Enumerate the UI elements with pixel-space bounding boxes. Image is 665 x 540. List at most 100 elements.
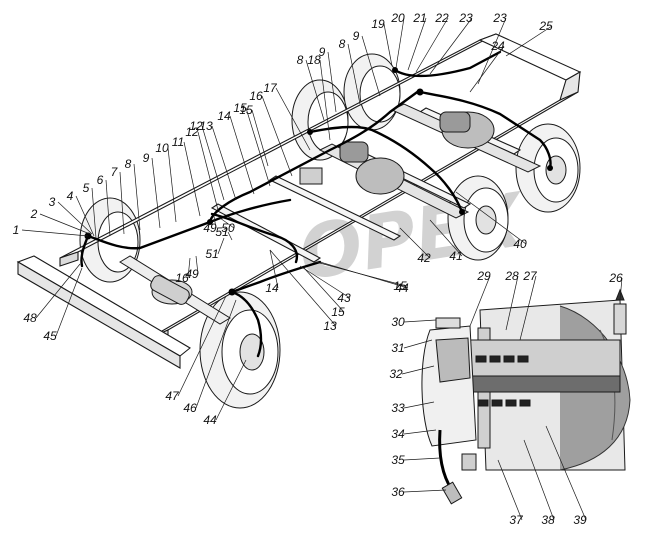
callout-label-9: 9: [143, 151, 150, 165]
leader-line-16-alt10: [187, 257, 191, 279]
leader-line-41: [429, 219, 463, 257]
callout-label-19: 19: [371, 17, 385, 31]
callout-label-2: 2: [30, 207, 38, 221]
callout-label-4: 4: [67, 189, 74, 203]
leader-line-14: [229, 115, 255, 195]
middle-branch-pipe: [308, 125, 464, 214]
leader-line-37: [497, 459, 523, 521]
leader-line-51: [217, 237, 225, 255]
breather-fitting: [613, 303, 627, 335]
callout-label-8-alt2: 8: [339, 37, 346, 51]
leader-line-8-alt2: [347, 43, 361, 105]
callout-label-49-alt11: 49: [185, 267, 199, 281]
callout-label-13: 13: [199, 119, 213, 133]
crossmember-2: [268, 175, 402, 241]
callout-label-5: 5: [83, 181, 90, 195]
leader-line-15-alt5: [251, 109, 269, 167]
cross-pipe: [210, 212, 299, 264]
leader-line-11: [183, 141, 201, 217]
leader-line-26: [619, 277, 623, 301]
leader-line-27: [519, 275, 537, 341]
callout-label-41: 41: [449, 249, 462, 263]
callout-label-14: 14: [217, 109, 231, 123]
leader-line-35: [403, 457, 441, 461]
callout-label-1: 1: [13, 223, 20, 237]
hub-section-detail: [421, 288, 631, 505]
callout-label-27: 27: [522, 269, 538, 283]
bearing-bottom: [477, 399, 531, 407]
callout-label-35: 35: [391, 453, 405, 467]
callout-label-21: 21: [412, 11, 426, 25]
callout-label-12: 12: [185, 125, 199, 139]
hose-fitting: [441, 481, 463, 505]
leader-line-9-alt1: [327, 51, 337, 113]
callout-label-32: 32: [389, 367, 403, 381]
callout-label-11: 11: [172, 135, 184, 149]
callout-label-12-alt8: 12: [189, 119, 203, 133]
leader-line-2: [39, 213, 91, 235]
leader-line-9: [151, 157, 161, 229]
leader-line-24: [469, 45, 505, 93]
callout-label-18: 18: [307, 53, 321, 67]
callout-label-31: 31: [391, 341, 404, 355]
callout-label-13-alt14: 13: [323, 319, 337, 333]
rear-upper-pipe: [393, 50, 502, 78]
leader-line-51-alt12: [227, 231, 233, 241]
lower-pipe: [230, 260, 322, 294]
leader-line-12-alt8: [201, 125, 225, 201]
callout-label-30: 30: [391, 315, 405, 329]
callout-label-43: 43: [337, 291, 351, 305]
callout-label-38: 38: [541, 513, 555, 527]
leader-line-28: [505, 275, 519, 331]
callout-label-15: 15: [233, 101, 247, 115]
front-axle: [119, 255, 231, 325]
leader-line-33: [403, 401, 435, 409]
callout-label-40: 40: [513, 237, 527, 251]
leader-line-12: [197, 131, 219, 211]
leader-line-13-alt14: [269, 249, 337, 327]
leader-line-23: [429, 17, 473, 75]
callout-label-51: 51: [205, 247, 218, 261]
callout-label-33: 33: [391, 401, 405, 415]
callout-label-26: 26: [608, 271, 623, 285]
callout-label-37: 37: [509, 513, 524, 527]
callout-label-7: 7: [111, 165, 119, 179]
leader-lines: [21, 17, 623, 521]
callout-label-16: 16: [249, 89, 263, 103]
leader-line-1: [21, 229, 89, 237]
rear-lower-pipe: [418, 90, 552, 170]
callout-label-50: 50: [221, 221, 235, 235]
callout-label-8: 8: [125, 157, 132, 171]
leader-line-34: [403, 429, 437, 435]
right-front-hose: [230, 290, 263, 358]
callout-label-9-alt3: 9: [353, 29, 360, 43]
callout-label-29: 29: [476, 269, 491, 283]
callout-label-51-alt12: 51: [215, 225, 228, 239]
leader-line-18: [319, 59, 331, 141]
leader-line-38: [523, 439, 555, 521]
brake-chamber-rear-2: [439, 111, 471, 133]
leader-line-46: [195, 299, 237, 409]
callout-label-23-alt9: 23: [492, 11, 507, 25]
leader-line-44-alt13: [215, 359, 247, 421]
leader-line-29: [469, 275, 491, 327]
leader-line-30: [403, 319, 437, 323]
leader-line-47: [177, 295, 227, 397]
leader-line-6: [105, 179, 111, 237]
callout-label-10: 10: [155, 141, 169, 155]
callout-label-48: 48: [23, 311, 37, 325]
leader-line-10: [167, 147, 177, 223]
leader-line-8-alt0: [305, 59, 325, 121]
bolt-top: [435, 317, 461, 329]
leader-line-15-alt6: [303, 267, 345, 313]
callout-label-14-alt4: 14: [265, 281, 279, 295]
rear-left-wheel-2: [343, 53, 401, 131]
callout-label-22: 22: [434, 11, 449, 25]
main-pipe: [208, 88, 422, 224]
leader-line-25: [505, 25, 553, 57]
callout-label-24: 24: [490, 39, 505, 53]
callout-label-39: 39: [573, 513, 587, 527]
